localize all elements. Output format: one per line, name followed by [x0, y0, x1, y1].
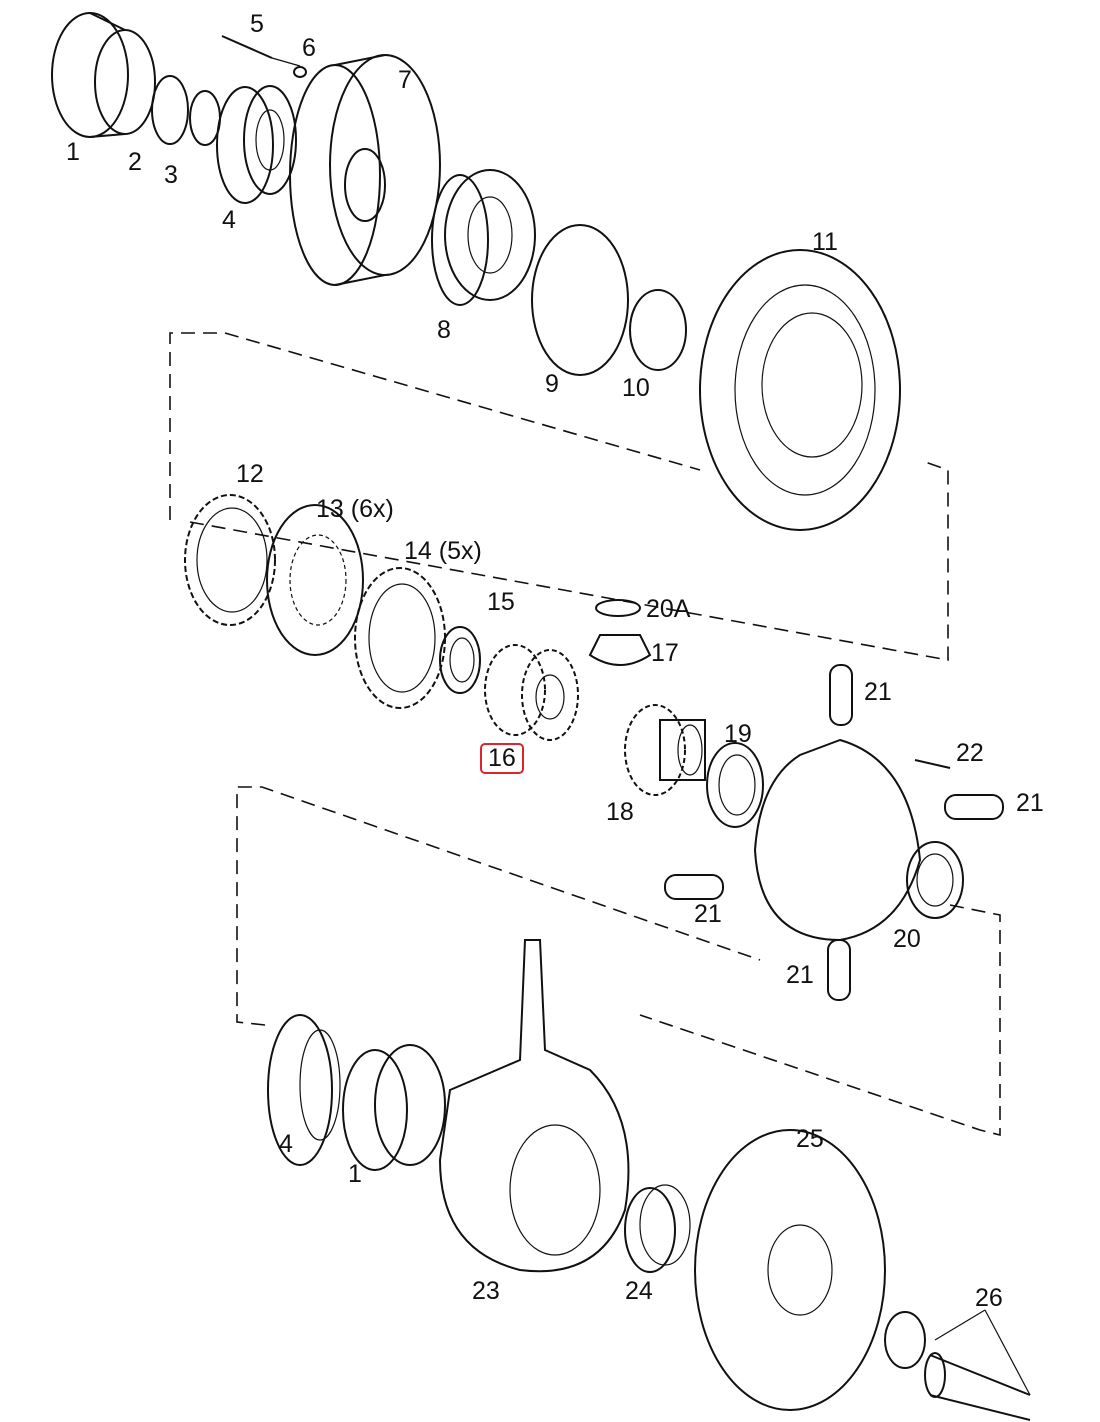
part-5-bolt [221, 35, 301, 67]
part-13-disc [266, 504, 364, 656]
assembly-line-lower [236, 786, 761, 1026]
part-11-ring-gear [699, 249, 901, 531]
label-2: 2 [128, 148, 142, 176]
label-24: 24 [625, 1277, 653, 1305]
part-20-housing [753, 738, 964, 942]
part-9-ring [531, 224, 629, 376]
part-21-pin [944, 794, 1004, 820]
part-25-cover [694, 1129, 886, 1411]
part-3-ring [189, 90, 221, 146]
label-10: 10 [622, 374, 650, 402]
label-18: 18 [606, 798, 634, 826]
label-21: 21 [1016, 789, 1044, 817]
label-12: 12 [236, 460, 264, 488]
assembly-line-lower-right [639, 904, 1001, 1137]
part-18-gear [624, 704, 706, 796]
leader-line-26 [934, 1309, 986, 1341]
label-1: 1 [348, 1160, 362, 1188]
label-21: 21 [864, 678, 892, 706]
label-21: 21 [694, 900, 722, 928]
label-5: 5 [250, 10, 264, 38]
assembly-line-upper [169, 332, 701, 520]
part-26-shaft [884, 1311, 1031, 1421]
part-19-washer [706, 742, 764, 828]
label-26: 26 [975, 1284, 1003, 1312]
part-21-pin [829, 664, 853, 726]
label-11: 11 [812, 228, 838, 256]
part-21-pin [664, 874, 724, 900]
label-6: 6 [302, 34, 316, 62]
part-4-bearing [216, 85, 297, 204]
part-15-washer [439, 626, 481, 694]
part-16-gear [484, 644, 579, 741]
part-10-ring [629, 289, 687, 371]
label-8: 8 [437, 316, 451, 344]
label-7: 7 [398, 66, 412, 94]
label-19: 19 [724, 720, 752, 748]
label-20a: 20A [646, 595, 691, 623]
label-16-highlighted[interactable]: 16 [480, 743, 524, 774]
part-21-pin [827, 939, 851, 1001]
label-25: 25 [796, 1125, 824, 1153]
part-4-bearing-lower [267, 1014, 341, 1166]
label-4: 4 [279, 1130, 293, 1158]
part-20a-washer [595, 599, 641, 617]
part-14-plate [354, 567, 446, 709]
label-15: 15 [487, 588, 515, 616]
label-21: 21 [786, 961, 814, 989]
label-17: 17 [651, 639, 679, 667]
part-8-seal [431, 169, 536, 306]
label-3: 3 [164, 161, 178, 189]
assembly-line-upper-bottom [189, 461, 949, 661]
label-4: 4 [222, 206, 236, 234]
part-1-bearing [51, 12, 156, 138]
part-12-plate [184, 494, 276, 626]
part-2-ring [151, 75, 189, 145]
leader-line-26 [984, 1309, 1031, 1396]
part-7-housing [289, 54, 441, 286]
part-1-bearing-lower [342, 1044, 446, 1171]
label-23: 23 [472, 1277, 500, 1305]
part-6-washer [293, 66, 307, 78]
label-14: 14 (5x) [404, 537, 482, 565]
label-9: 9 [545, 370, 559, 398]
label-22: 22 [956, 739, 984, 767]
part-24-bearing [624, 1184, 691, 1273]
part-22-pin [914, 759, 951, 769]
label-13: 13 (6x) [316, 495, 394, 523]
label-1: 1 [66, 138, 80, 166]
part-23-housing [438, 939, 630, 1273]
label-20: 20 [893, 925, 921, 953]
part-17-pinion [588, 634, 652, 666]
